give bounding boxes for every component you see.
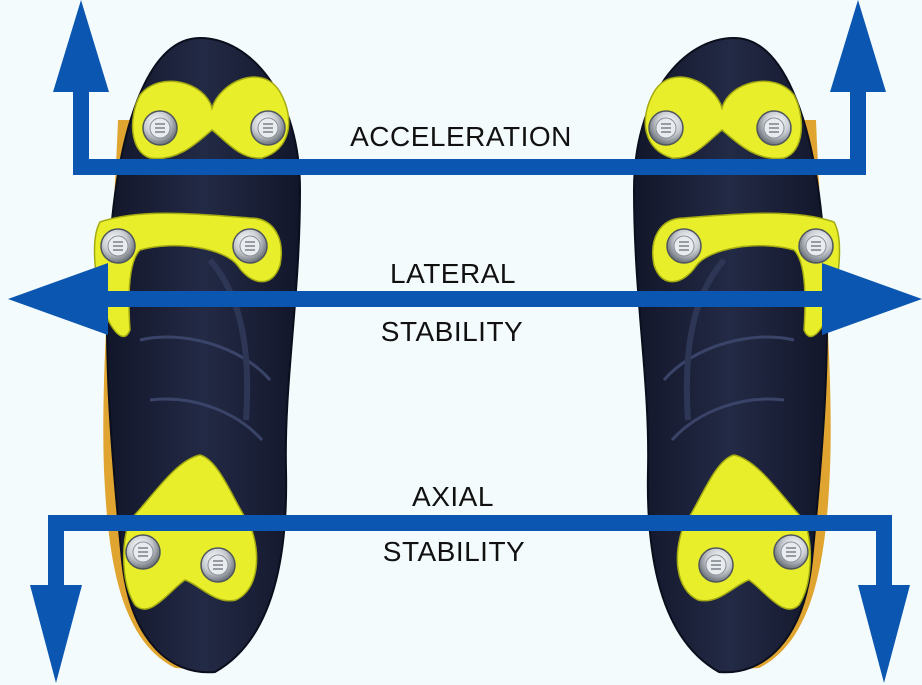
right-boot-sole-icon: [634, 38, 840, 672]
lateral-label: LATERAL: [390, 258, 516, 289]
axial-stability-label: STABILITY: [382, 536, 526, 567]
acceleration-arrow-icon: [53, 0, 886, 175]
axial-stability-arrow-icon: [30, 515, 910, 683]
acceleration-label: ACCELERATION: [350, 121, 572, 152]
lateral-stability-arrow-icon: [8, 263, 922, 335]
axial-label: AXIAL: [412, 481, 494, 512]
lateral-stability-label: STABILITY: [380, 316, 524, 347]
left-boot-sole-icon: [95, 38, 301, 672]
